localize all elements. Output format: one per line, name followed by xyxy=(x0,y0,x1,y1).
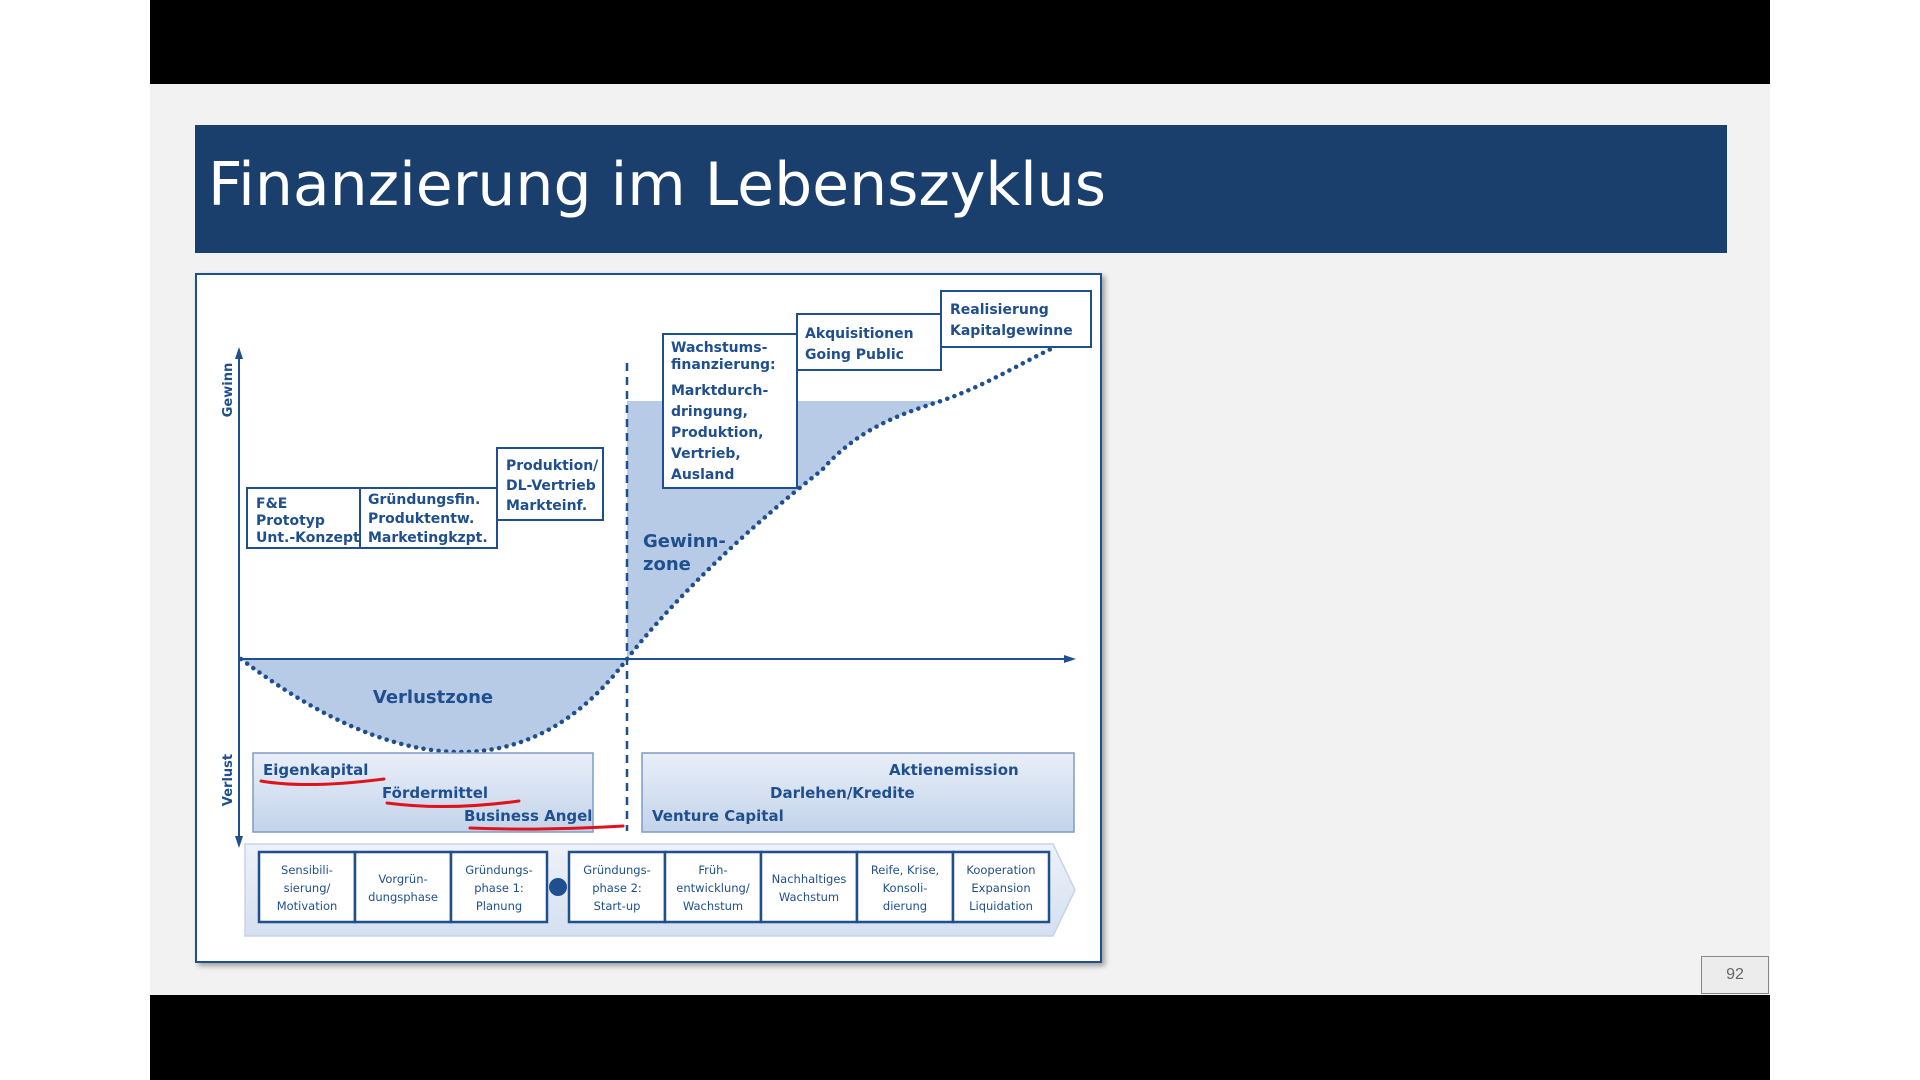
stage-box-fe xyxy=(246,487,361,549)
stage-box-realisierung xyxy=(940,290,1092,348)
profit-zone-label-line1: Gewinn- xyxy=(643,531,726,552)
stage-box-akquisitionen xyxy=(796,313,942,371)
y-axis-label-gewinn: Gewinn xyxy=(221,363,236,417)
phase-cell-2 xyxy=(353,850,453,924)
financing-venture-capital: Venture Capital xyxy=(652,807,784,825)
phase-cells xyxy=(257,850,1051,924)
phase-cell-5 xyxy=(663,850,763,924)
title-bar: Finanzierung im Lebenszyklus xyxy=(195,125,1727,253)
red-underline-business-angel xyxy=(468,824,625,831)
box4-line2: finanzierung: xyxy=(671,357,776,373)
box2-line2: Produktentw. xyxy=(368,511,474,527)
box3-line1: Produktion/ xyxy=(506,458,599,474)
financing-right-box xyxy=(641,752,1075,833)
phase5-line2: entwicklung/ xyxy=(676,881,750,895)
phase7-line2: Konsoli- xyxy=(883,881,928,895)
box4-line5: Produktion, xyxy=(671,425,763,441)
phase-cell-4 xyxy=(567,850,667,924)
y-axis-arrow-up xyxy=(235,347,243,359)
box6-line1: Realisierung xyxy=(950,302,1049,318)
financing-aktienemission: Aktienemission xyxy=(889,761,1019,779)
stage-box-wachstum xyxy=(662,333,798,489)
box2-line1: Gründungsfin. xyxy=(368,492,480,508)
phase5-line3: Wachstum xyxy=(683,899,743,913)
financing-foerdermittel: Fördermittel xyxy=(382,784,488,802)
phase8-line2: Expansion xyxy=(971,881,1030,895)
slide: Finanzierung im Lebenszyklus xyxy=(150,84,1770,995)
box4-line1: Wachstums- xyxy=(671,340,768,356)
phase3-line3: Planung xyxy=(476,899,522,913)
phase4-line2: phase 2: xyxy=(592,881,642,895)
financing-left-box xyxy=(252,752,594,833)
x-axis-arrow xyxy=(1064,655,1076,663)
phase4-line1: Gründungs- xyxy=(583,863,651,877)
loss-zone-label: Verlustzone xyxy=(373,687,493,708)
box4-line4: dringung, xyxy=(671,404,748,420)
box5-line2: Going Public xyxy=(805,347,904,363)
lifecycle-curve xyxy=(238,344,1058,755)
phase1-line2: sierung/ xyxy=(284,881,331,895)
letterbox-bottom xyxy=(150,995,1770,1080)
loss-zone-fill xyxy=(241,659,627,752)
slide-title: Finanzierung im Lebenszyklus xyxy=(208,150,1107,220)
financing-eigenkapital: Eigenkapital xyxy=(263,761,368,779)
y-axis-arrow-down xyxy=(235,836,243,848)
y-axis-label-verlust: Verlust xyxy=(221,754,236,806)
phase-cell-1 xyxy=(257,850,357,924)
phase7-line1: Reife, Krise, xyxy=(871,863,939,877)
phase7-line3: dierung xyxy=(883,899,927,913)
financing-business-angel: Business Angel xyxy=(464,807,592,825)
box5-line1: Akquisitionen xyxy=(805,326,914,342)
box6-line2: Kapitalgewinne xyxy=(950,323,1073,339)
box4-line6: Vertrieb, xyxy=(671,446,741,462)
phase-cell-6 xyxy=(759,850,859,924)
box4-line7: Ausland xyxy=(671,467,734,483)
phase4-line3: Start-up xyxy=(594,899,641,913)
phase2-line2: dungsphase xyxy=(368,890,438,904)
box1-line2: Prototyp xyxy=(256,513,325,529)
box1-line3: Unt.-Konzept xyxy=(256,530,360,546)
box3-line3: Markteinf. xyxy=(506,498,587,514)
stage-box-produktion xyxy=(496,447,604,521)
red-underline-foerdermittel xyxy=(385,799,521,809)
letterbox-top xyxy=(150,0,1770,84)
phase-cell-8 xyxy=(951,850,1051,924)
lifecycle-svg: Gewinn Verlust Gewinn- zone Verlustzone … xyxy=(221,290,1092,937)
phase1-line3: Motivation xyxy=(277,899,338,913)
phase6-line2: Wachstum xyxy=(779,890,839,904)
phase2-line1: Vorgrün- xyxy=(378,872,427,886)
phase5-line1: Früh- xyxy=(698,863,727,877)
phase3-line1: Gründungs- xyxy=(465,863,533,877)
box1-line1: F&E xyxy=(256,496,287,512)
financing-darlehen: Darlehen/Kredite xyxy=(770,784,915,802)
red-underline-eigenkapital xyxy=(259,777,386,787)
phase3-line2: phase 1: xyxy=(474,881,524,895)
phase-cell-3 xyxy=(449,850,549,924)
box2-line3: Marketingkzpt. xyxy=(368,530,488,546)
lifecycle-diagram: Gewinn Verlust Gewinn- zone Verlustzone … xyxy=(195,273,1102,963)
box3-line2: DL-Vertrieb xyxy=(506,478,596,494)
phase8-line1: Kooperation xyxy=(966,863,1035,877)
phase-divider-dot xyxy=(549,878,567,896)
phase1-line1: Sensibili- xyxy=(281,863,333,877)
page-number: 92 xyxy=(1701,956,1769,994)
phase6-line1: Nachhaltiges xyxy=(772,872,847,886)
phase8-line3: Liquidation xyxy=(969,899,1033,913)
profit-zone-label-line2: zone xyxy=(643,554,691,575)
box4-line3: Marktdurch- xyxy=(671,383,768,399)
